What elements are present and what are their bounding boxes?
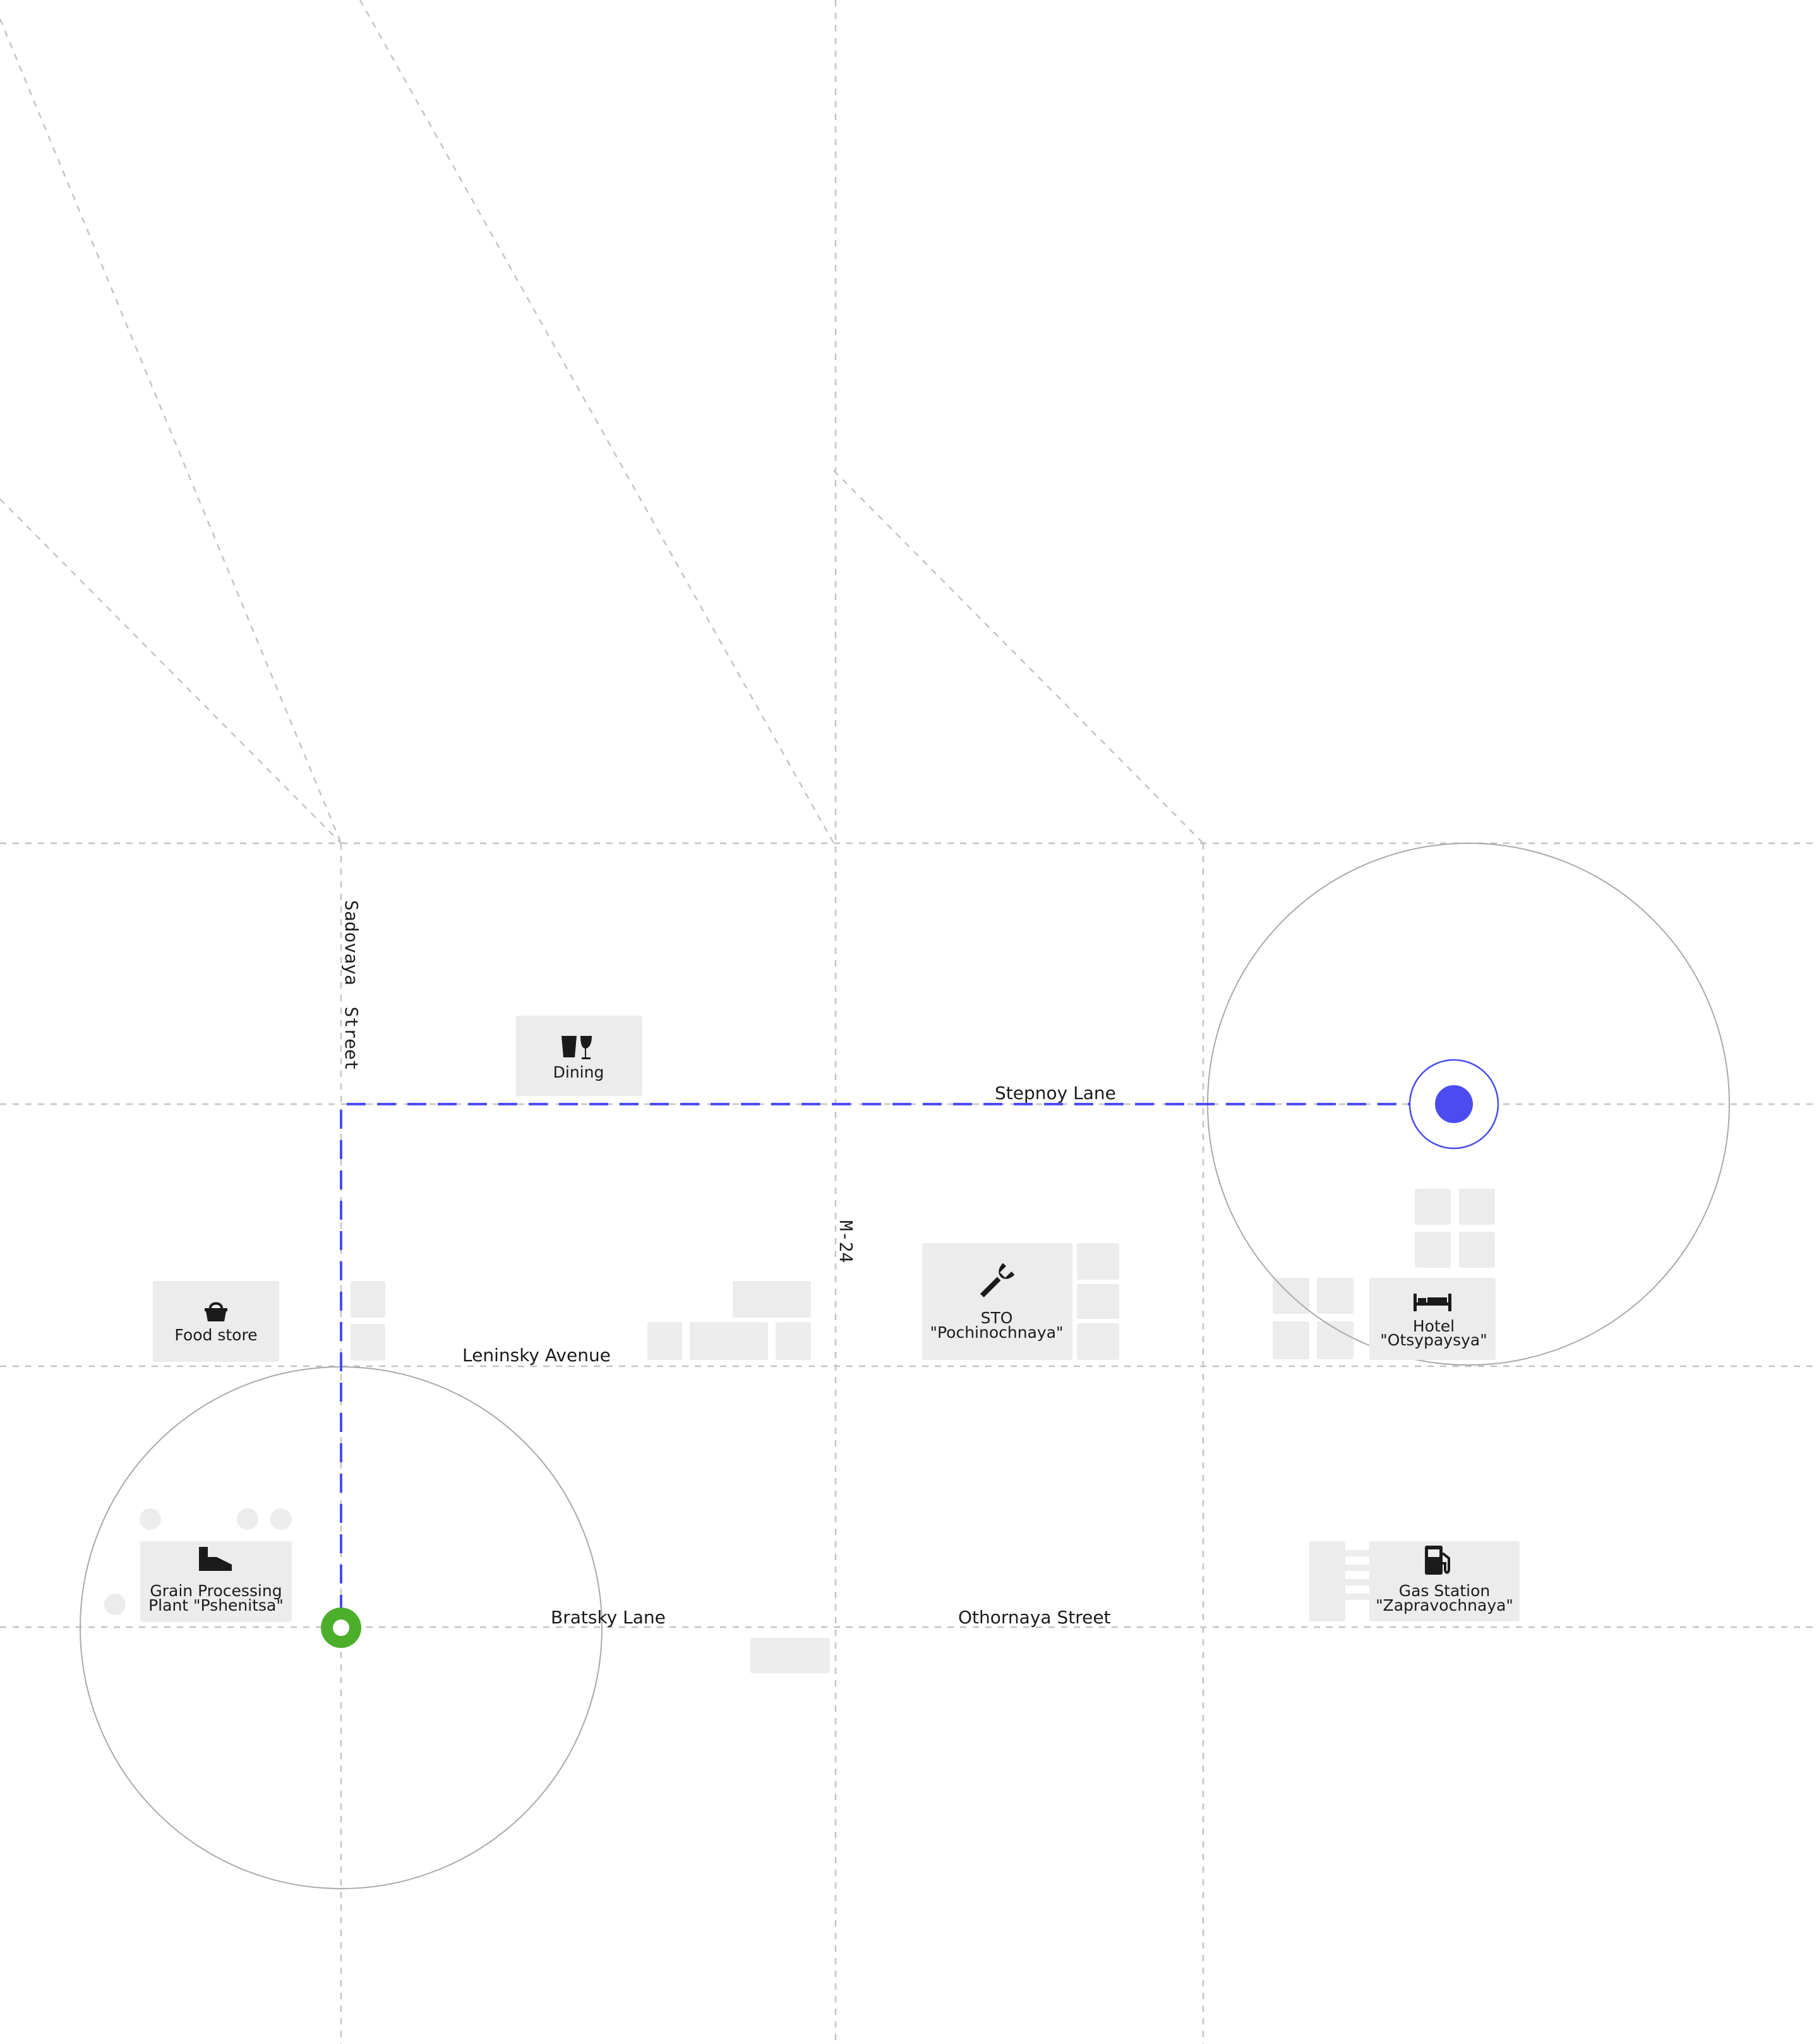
- diagonal-roads: [0, 0, 1204, 844]
- diagonal-road-1: [0, 18, 342, 844]
- buildings: [104, 1189, 1495, 1673]
- building: [647, 1322, 682, 1360]
- building: [1415, 1189, 1451, 1225]
- building: [1459, 1232, 1495, 1268]
- street-label-othornaya: Othornaya Street: [958, 1607, 1111, 1628]
- destination-marker-icon: [1435, 1085, 1473, 1123]
- street-label-stepnoy: Stepnoy Lane: [995, 1083, 1116, 1103]
- destination-marker[interactable]: [1408, 1059, 1499, 1150]
- bed-icon: [1414, 1294, 1451, 1311]
- poi-sto[interactable]: STO "Pochinochnaya": [922, 1243, 1072, 1360]
- factory-icon: [199, 1547, 232, 1571]
- poi-dining[interactable]: Dining: [516, 1016, 642, 1096]
- silo: [104, 1594, 126, 1615]
- building: [1345, 1594, 1371, 1600]
- poi-dining-box: [516, 1016, 642, 1096]
- poi-hotel[interactable]: Hotel "Otsypaysya": [1369, 1278, 1496, 1360]
- poi-grain-plant-label-line2: Plant "Pshenitsa": [148, 1596, 284, 1614]
- origin-marker[interactable]: [321, 1608, 361, 1648]
- basket-icon: [205, 1302, 227, 1321]
- silo: [270, 1508, 292, 1530]
- poi-sto-label-line1: STO: [981, 1309, 1013, 1327]
- street-label-m24: M-24: [836, 1220, 856, 1263]
- building: [690, 1322, 768, 1360]
- street-label-bratsky: Bratsky Lane: [551, 1607, 666, 1628]
- wrench-icon: [980, 1263, 1015, 1298]
- building: [1077, 1323, 1119, 1360]
- building: [776, 1322, 811, 1360]
- building: [1345, 1579, 1371, 1585]
- building: [1077, 1243, 1119, 1280]
- poi-food-store-label: Food store: [174, 1326, 257, 1344]
- diagonal-road-3: [833, 470, 1204, 844]
- poi-sto-box: [922, 1243, 1072, 1360]
- poi-hotel-label-line2: "Otsypaysya": [1380, 1331, 1487, 1349]
- building: [1459, 1189, 1495, 1225]
- fuel-pump-icon: [1425, 1546, 1450, 1575]
- poi-grain-plant[interactable]: Grain Processing Plant "Pshenitsa": [140, 1541, 292, 1622]
- building: [1317, 1278, 1354, 1314]
- poi-gas-station[interactable]: Gas Station "Zapravochnaya": [1369, 1541, 1520, 1621]
- poi-food-store[interactable]: Food store: [153, 1281, 279, 1362]
- silo: [237, 1508, 258, 1530]
- street-label-leninsky: Leninsky Avenue: [462, 1345, 611, 1366]
- route-path: [340, 1103, 1453, 1614]
- building: [1273, 1321, 1309, 1359]
- poi-gas-station-box: [1369, 1541, 1520, 1621]
- building: [1345, 1565, 1371, 1571]
- building: [1317, 1321, 1354, 1359]
- building: [1345, 1550, 1371, 1556]
- building: [351, 1324, 385, 1361]
- building: [1415, 1232, 1451, 1268]
- building: [1309, 1541, 1345, 1621]
- diagonal-road-2: [359, 0, 835, 844]
- poi-hotel-label-line1: Hotel: [1413, 1317, 1455, 1335]
- street-label-sadovaya: Sadovaya Street: [341, 900, 362, 1071]
- silo: [140, 1508, 161, 1530]
- poi-grain-plant-label-line1: Grain Processing: [150, 1582, 282, 1600]
- diagonal-road-4: [0, 498, 342, 844]
- poi-hotel-box: [1369, 1278, 1496, 1360]
- poi-grain-plant-box: [140, 1541, 292, 1622]
- poi-gas-station-label-line2: "Zapravochnaya": [1376, 1596, 1513, 1614]
- building: [1077, 1284, 1119, 1319]
- poi-sto-label-line2: "Pochinochnaya": [930, 1323, 1063, 1342]
- building: [351, 1281, 385, 1318]
- building: [733, 1281, 811, 1318]
- building: [750, 1638, 830, 1673]
- poi-dining-label: Dining: [553, 1063, 604, 1081]
- origin-marker-center: [333, 1620, 349, 1636]
- dining-icon: [561, 1036, 592, 1059]
- poi-gas-station-label-line1: Gas Station: [1399, 1582, 1491, 1600]
